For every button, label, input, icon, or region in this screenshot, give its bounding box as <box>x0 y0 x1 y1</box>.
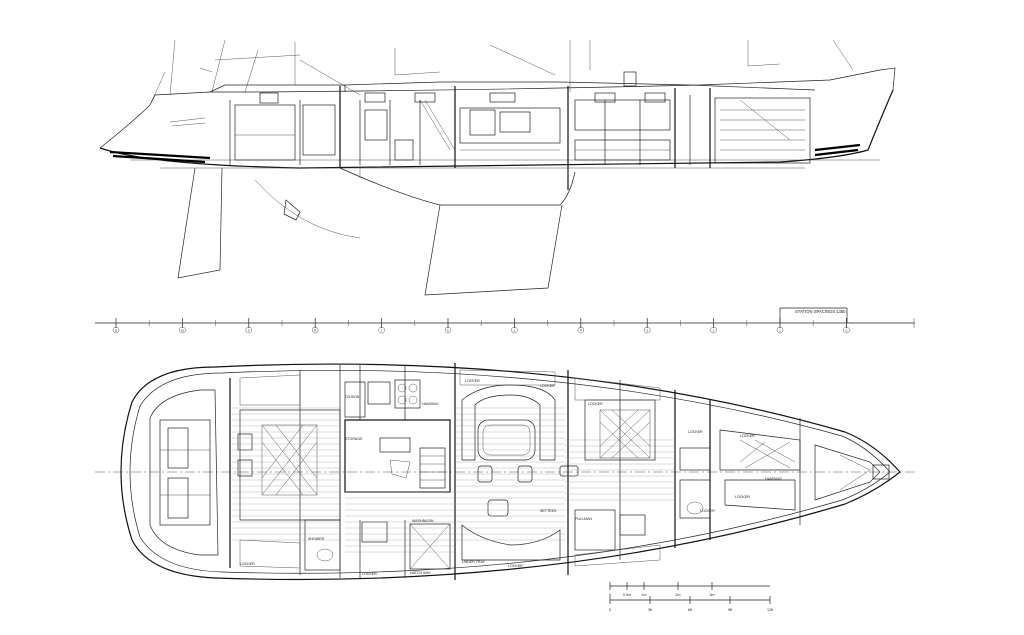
station-number: 7 <box>381 329 383 333</box>
label-washbasin: WASHBASIN <box>412 519 434 523</box>
interior-furniture <box>234 71 811 178</box>
station-number: 0 <box>846 329 848 333</box>
station-marker <box>643 326 651 334</box>
station-number: 9 <box>248 329 250 333</box>
station-number: 1 <box>779 329 781 333</box>
scale-label: 3ft <box>648 608 652 612</box>
station-marker <box>710 326 717 334</box>
scale-label: 2m <box>676 593 681 597</box>
scale-label: 1m <box>642 593 647 597</box>
label-settees: SETTEES <box>540 509 557 513</box>
station-number: 5 <box>514 329 516 333</box>
station-marker <box>112 326 120 334</box>
scale-label: 3m <box>710 593 715 597</box>
room-labels: OILSKIN HANGING LOCKER LOCKER LOCKER LOC… <box>240 379 782 576</box>
station-marker <box>378 326 385 334</box>
label-locker-forepeak-2: LOCKER <box>735 495 750 499</box>
label-locker-saloon: LOCKER <box>465 379 480 383</box>
station-marker <box>311 326 319 334</box>
scale-label: 0 <box>609 593 611 597</box>
scale-label: 9ft <box>728 608 732 612</box>
scale-bars: 0 0.5m 1m 2m 3m 0 3ft 6ft 9ft 12ft <box>609 582 773 612</box>
label-locker-saloon-2: LOCKER <box>540 384 555 388</box>
label-under-tray: UNDER TRAY <box>462 560 486 564</box>
profile-view <box>99 39 896 296</box>
scale-label: 6ft <box>688 608 692 612</box>
station-number: 3 <box>646 329 648 333</box>
station-number: 11 <box>114 329 117 333</box>
station-spacing-caption: STATION SPACINGS 1350 <box>795 309 846 314</box>
station-number: 10 <box>181 329 185 333</box>
label-storage: STORAGE <box>345 437 363 441</box>
aft-cabin-bed-hatch <box>261 424 318 496</box>
label-locker-fwd: LOCKER <box>588 402 603 406</box>
label-locker-aft-2: LOCKER <box>508 564 523 568</box>
label-pullman: PULLMAN <box>575 517 592 521</box>
station-marker <box>843 326 850 334</box>
station-marker <box>776 326 784 334</box>
scale-label: 0 <box>609 608 611 612</box>
station-marker <box>511 326 518 334</box>
station-marker <box>245 326 253 334</box>
station-marker <box>179 326 186 334</box>
label-hanging: HANGING <box>422 402 439 406</box>
station-number: 6 <box>447 329 449 333</box>
label-hanging-fwd: HANGING <box>765 477 782 481</box>
fwd-cabin-bed-hatch <box>599 409 651 459</box>
label-locker-stern: LOCKER <box>240 562 255 566</box>
station-marker <box>444 326 452 334</box>
label-hatch-way: HATCH WAY <box>410 571 431 575</box>
scale-label: 0.5m <box>623 593 631 597</box>
rigging <box>149 39 854 106</box>
station-number: 2 <box>713 329 715 333</box>
station-number: 4 <box>580 329 582 333</box>
interior-bulkheads <box>229 86 711 190</box>
label-locker-heads: LOCKER <box>688 430 703 434</box>
station-number: 8 <box>314 329 316 333</box>
forepeak-hatch <box>739 439 796 469</box>
scale-label: 12ft <box>767 608 773 612</box>
plan-view <box>95 363 915 581</box>
label-shower: SHOWER <box>308 537 325 541</box>
label-oilskin: OILSKIN <box>345 395 360 399</box>
sole-planking <box>232 407 675 553</box>
plan-bulkheads <box>229 363 801 580</box>
label-locker-aft: LOCKER <box>362 572 377 576</box>
station-marker <box>577 326 585 334</box>
label-locker-heads-2: LOCKER <box>700 509 715 513</box>
label-locker-forepeak: LOCKER <box>740 434 755 438</box>
